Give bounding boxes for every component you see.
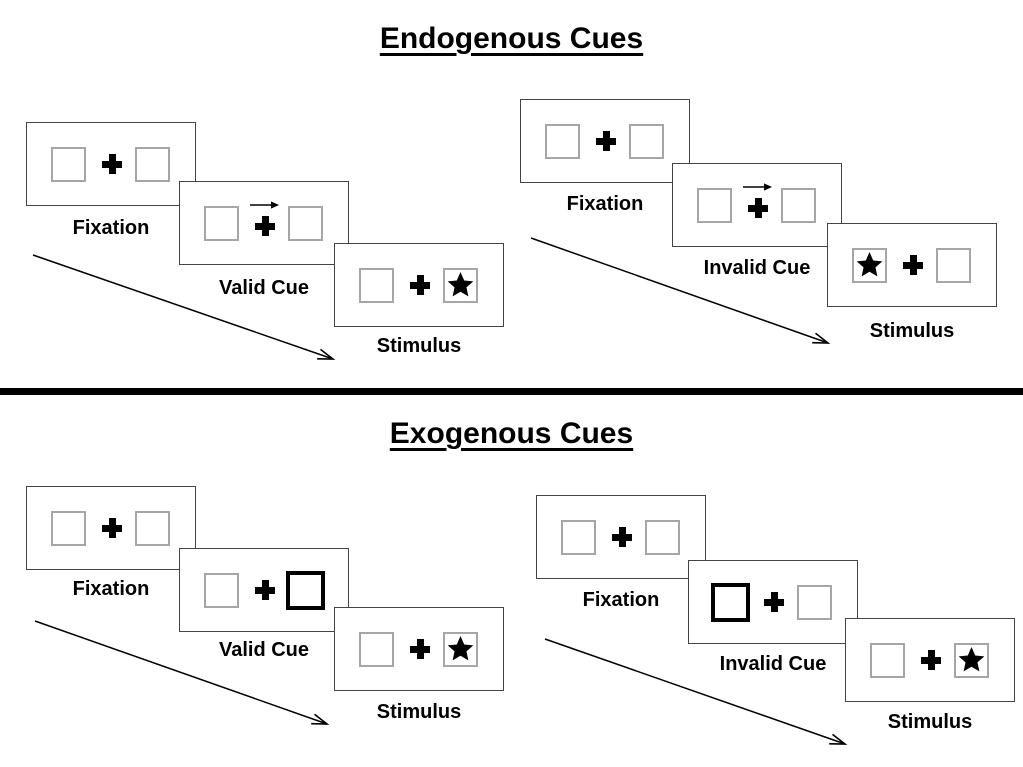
screen-label: Valid Cue: [218, 639, 310, 661]
fixation-cross-icon: [921, 650, 941, 670]
screen-label: Fixation: [582, 589, 660, 611]
right-placeholder-box: [629, 124, 664, 159]
fixation-screen: [26, 486, 196, 570]
star-icon: [856, 252, 883, 277]
screen-label: Fixation: [72, 217, 150, 239]
stimulus-screen: [845, 618, 1015, 702]
screen-label: Invalid Cue: [719, 653, 827, 675]
star-stimulus-box: [954, 643, 989, 678]
exogenous-title: Exogenous Cues: [389, 417, 634, 450]
valid-cue-screen: [179, 181, 349, 265]
fixation-cross-icon: [596, 131, 616, 151]
star-stimulus-box: [852, 248, 887, 283]
invalid-cue-screen: [688, 560, 858, 644]
fixation-screen: [520, 99, 690, 183]
screen-label: Stimulus: [869, 320, 955, 342]
right-placeholder-box: [936, 248, 971, 283]
fixation-cross-icon: [102, 518, 122, 538]
star-icon: [447, 272, 474, 297]
fixation-cross-icon: [410, 639, 430, 659]
left-placeholder-box: [697, 188, 732, 223]
right-placeholder-box: [797, 585, 832, 620]
star-stimulus-box: [443, 632, 478, 667]
highlighted-box-cue: [286, 571, 325, 610]
section-divider: [0, 388, 1023, 395]
screen-label: Fixation: [72, 578, 150, 600]
star-stimulus-box: [443, 268, 478, 303]
right-placeholder-box: [645, 520, 680, 555]
screen-label: Invalid Cue: [703, 257, 811, 279]
timeline-arrow: [530, 237, 831, 344]
right-placeholder-box: [135, 147, 170, 182]
left-placeholder-box: [359, 268, 394, 303]
fixation-cross-icon: [255, 216, 275, 236]
fixation-cross-icon: [102, 154, 122, 174]
stimulus-screen: [334, 243, 504, 327]
endogenous-title: Endogenous Cues: [379, 22, 644, 55]
left-placeholder-box: [359, 632, 394, 667]
fixation-screen: [536, 495, 706, 579]
right-placeholder-box: [288, 206, 323, 241]
timeline-arrow: [32, 254, 336, 360]
screen-label: Stimulus: [887, 711, 973, 733]
stimulus-screen: [827, 223, 997, 307]
timeline-arrow: [34, 620, 330, 725]
valid-cue-screen: [179, 548, 349, 632]
stimulus-screen: [334, 607, 504, 691]
fixation-cross-icon: [255, 580, 275, 600]
left-placeholder-box: [204, 206, 239, 241]
highlighted-box-cue: [711, 583, 750, 622]
fixation-cross-icon: [748, 198, 768, 218]
right-placeholder-box: [781, 188, 816, 223]
fixation-cross-icon: [903, 255, 923, 275]
left-placeholder-box: [51, 147, 86, 182]
fixation-cross-icon: [612, 527, 632, 547]
star-icon: [958, 647, 985, 672]
right-arrow-cue-icon: [743, 180, 773, 192]
right-arrow-cue-icon: [250, 198, 280, 210]
left-placeholder-box: [870, 643, 905, 678]
invalid-cue-screen: [672, 163, 842, 247]
right-placeholder-box: [135, 511, 170, 546]
star-icon: [447, 636, 474, 661]
screen-label: Stimulus: [376, 701, 462, 723]
left-placeholder-box: [545, 124, 580, 159]
fixation-cross-icon: [410, 275, 430, 295]
left-placeholder-box: [51, 511, 86, 546]
fixation-cross-icon: [764, 592, 784, 612]
screen-label: Stimulus: [376, 335, 462, 357]
left-placeholder-box: [561, 520, 596, 555]
screen-label: Valid Cue: [218, 277, 310, 299]
fixation-screen: [26, 122, 196, 206]
left-placeholder-box: [204, 573, 239, 608]
screen-label: Fixation: [566, 193, 644, 215]
